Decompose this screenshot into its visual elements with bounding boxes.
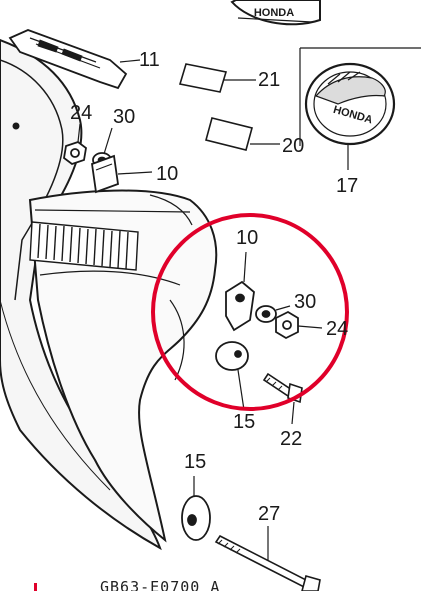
callout-24-mid: 24 <box>326 318 349 340</box>
callout-10-top: 10 <box>156 163 179 185</box>
louver-vents <box>29 221 139 271</box>
callout-11: 11 <box>139 49 160 71</box>
label-part-20 <box>205 117 280 151</box>
fastener-set-mid <box>215 251 323 411</box>
callout-24-top: 24 <box>70 102 93 124</box>
upper-emblem-text: HONDA <box>254 7 294 19</box>
fastener-set-top <box>63 123 153 194</box>
red-tick-mark <box>34 583 37 591</box>
callout-15-mid: 15 <box>233 411 256 433</box>
grab-rail-part <box>8 29 141 90</box>
upper-emblem <box>230 0 321 26</box>
callout-10-mid: 10 <box>236 227 259 249</box>
highlight-circle <box>151 213 349 411</box>
callout-27: 27 <box>258 503 281 525</box>
frame-section <box>28 189 218 543</box>
washer-part-15 <box>181 476 211 541</box>
callout-22: 22 <box>280 428 303 450</box>
callout-15-bottom: 15 <box>184 451 207 473</box>
callout-17: 17 <box>336 175 359 197</box>
bolt-part-27 <box>214 526 321 591</box>
drawing-code: GB63-E0700 A <box>100 578 221 591</box>
callout-21: 21 <box>258 69 281 91</box>
callout-20: 20 <box>282 135 305 157</box>
callout-30-top: 30 <box>113 106 136 128</box>
label-part-21 <box>178 63 256 93</box>
callout-30-mid: 30 <box>294 291 317 313</box>
emblem-part-17 <box>299 47 421 170</box>
